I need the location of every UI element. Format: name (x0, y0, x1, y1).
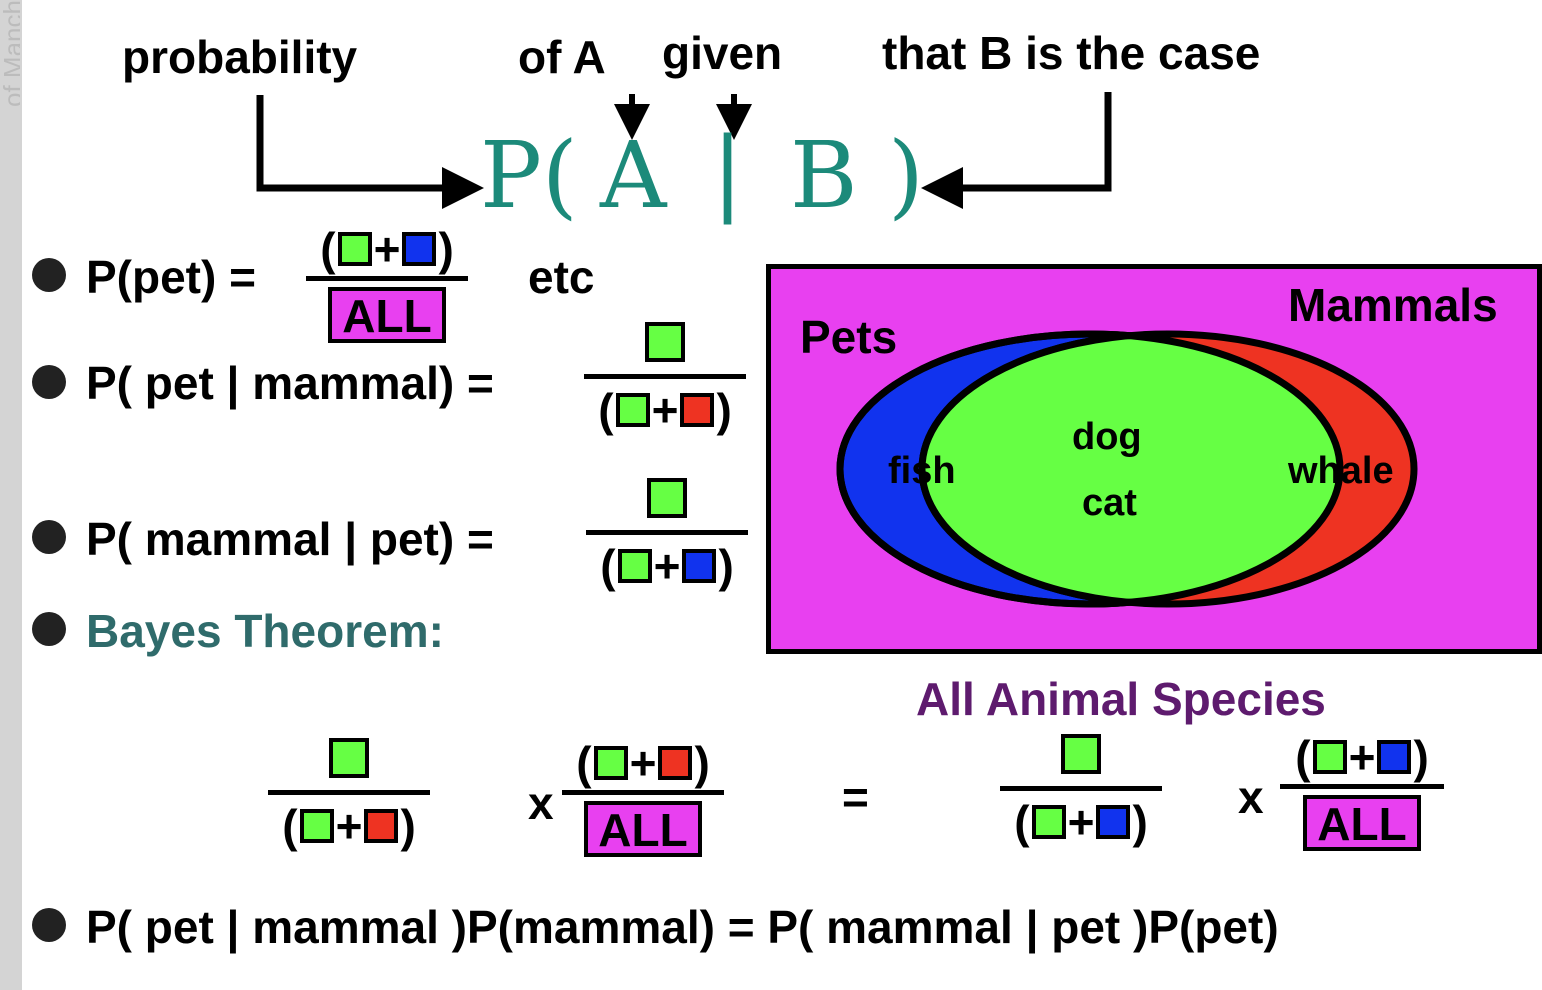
label-of-a: of A (518, 31, 606, 83)
blue-square-icon (1377, 740, 1412, 774)
bullet-p-pet: P(pet) = (86, 251, 256, 303)
red-square-icon (658, 746, 693, 780)
green-square-icon (647, 478, 687, 518)
formula-a: A (600, 122, 667, 229)
green-square-icon (615, 393, 650, 427)
blue-square-icon (682, 549, 717, 583)
equals-sign: = (842, 771, 869, 823)
dog-label: dog (1072, 416, 1142, 458)
pets-label: Pets (800, 311, 898, 363)
blue-square-icon (402, 232, 437, 266)
cat-label: cat (1082, 482, 1137, 524)
etc-text: etc (528, 251, 595, 303)
label-given: given (662, 27, 783, 79)
green-square-icon (329, 738, 369, 778)
bayes-frac-4: (+) ALL (1280, 734, 1444, 851)
universe-label: All Animal Species (916, 673, 1326, 725)
green-square-icon (299, 809, 334, 843)
header-arrows (256, 92, 1112, 209)
bayes-identity: P( pet | mammal )P(mammal) = P( mammal |… (86, 901, 1279, 953)
fish-label: fish (888, 450, 956, 492)
label-that-b: that B is the case (882, 27, 1261, 79)
bayes-frac-2: (+) ALL (562, 740, 724, 857)
bayes-frac-3: (+) (1000, 734, 1162, 845)
fraction-p-pet: (+) ALL (306, 226, 468, 343)
arrow-that-b (921, 92, 1112, 209)
bullet-dot (32, 258, 66, 292)
venn-diagram (836, 330, 1418, 608)
intersection (922, 334, 1340, 604)
green-square-icon (337, 232, 372, 266)
times-sign: x (528, 777, 554, 829)
formula-bar: | (712, 118, 743, 225)
red-square-icon (364, 809, 399, 843)
formula-p-open: P( (480, 122, 578, 229)
arrow-probability (256, 95, 484, 209)
slide-sidebar (0, 0, 22, 990)
all-box: ALL (328, 287, 446, 343)
bullet-p-mammal-given-pet: P( mammal | pet) = (86, 513, 494, 565)
bullet-dot (32, 365, 66, 399)
times-sign: x (1238, 771, 1264, 823)
bullet-p-pet-given-mammal: P( pet | mammal) = (86, 357, 494, 409)
green-square-icon (645, 322, 685, 362)
green-square-icon (1312, 740, 1347, 774)
formula-b: B (790, 122, 858, 229)
all-box: ALL (1303, 795, 1421, 851)
fraction-mammal-given-pet: (+) (586, 478, 748, 589)
green-square-icon (1031, 805, 1066, 839)
green-square-icon (617, 549, 652, 583)
formula-close: ) (888, 122, 924, 229)
bayes-frac-1: (+) (268, 738, 430, 849)
bayes-theorem-heading: Bayes Theorem: (86, 605, 444, 657)
blue-square-icon (1096, 805, 1131, 839)
green-square-icon (1061, 734, 1101, 774)
bullet-dot (32, 520, 66, 554)
label-probability: probability (122, 31, 358, 83)
whale-label: whale (1288, 450, 1394, 492)
red-square-icon (680, 393, 715, 427)
bullet-dot (32, 612, 66, 646)
all-box: ALL (584, 801, 702, 857)
mammals-label: Mammals (1288, 279, 1498, 331)
bullet-dot (32, 908, 66, 942)
green-square-icon (593, 746, 628, 780)
fraction-pet-given-mammal: (+) (584, 322, 746, 433)
